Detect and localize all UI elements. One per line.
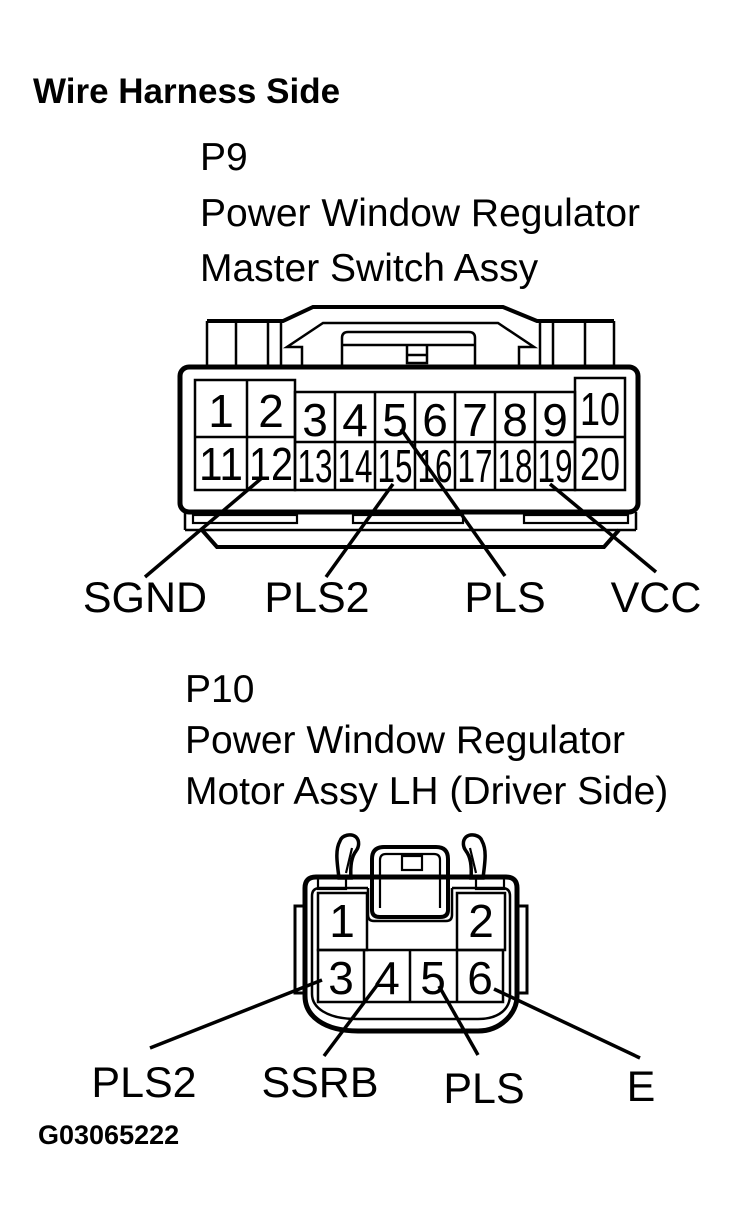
p9-connector-body (177, 364, 641, 515)
p10-leader-lines (149, 978, 641, 1060)
p9-caption-line1: Power Window Regulator (200, 192, 640, 235)
p10-pin-4: 4 (374, 952, 400, 1004)
p10-leader-pls (437, 985, 480, 1056)
p9-pin-18: 18 (498, 440, 533, 492)
p10-lock-tab (370, 845, 450, 919)
p10-pin-1: 1 (329, 895, 355, 947)
p9-pin-15: 15 (378, 440, 413, 492)
p9-terminal-pls2: PLS2 (264, 574, 369, 622)
p10-terminal-labels: PLS2 SSRB PLS E (91, 1059, 655, 1113)
p10-pin-grid (316, 891, 507, 1004)
p9-pin-8: 8 (502, 394, 528, 446)
p9-pin-19: 19 (538, 440, 573, 492)
p10-caption-block: P10 Power Window Regulator Motor Assy LH… (185, 668, 668, 813)
p10-terminal-e: E (627, 1063, 656, 1111)
p9-leader-pls (399, 427, 507, 578)
p9-pin-16: 16 (418, 440, 453, 492)
p9-leader-sgnd (143, 475, 265, 579)
page-title: Wire Harness Side (33, 72, 340, 111)
p9-pin-20: 20 (580, 438, 620, 490)
p9-terminal-sgnd: SGND (83, 574, 207, 622)
p9-pin-2: 2 (258, 385, 284, 437)
p9-pin-4: 4 (342, 394, 368, 446)
p10-terminal-ssrb: SSRB (261, 1059, 378, 1107)
p10-right-latch-window (474, 876, 506, 891)
p10-connector-drawing: 1 2 3 4 5 6 PLS2 SSRB PLS E (91, 833, 655, 1113)
p9-connector-drawing: 1 2 3 4 5 6 7 8 9 10 11 12 13 14 15 16 1… (83, 305, 702, 622)
p10-pin-5: 5 (420, 952, 446, 1004)
p9-pin-11: 11 (199, 438, 243, 490)
p10-connector-code: P10 (185, 668, 254, 711)
p9-terminal-vcc: VCC (611, 574, 702, 622)
p9-pin-14: 14 (338, 440, 373, 492)
p10-latch-prongs (335, 833, 487, 880)
p9-pin-3: 3 (302, 394, 328, 446)
p9-pin-17: 17 (458, 440, 493, 492)
p10-leader-e (493, 987, 641, 1060)
p9-pin-13: 13 (298, 440, 333, 492)
p10-terminal-pls: PLS (443, 1065, 524, 1113)
p10-terminal-pls2: PLS2 (91, 1059, 196, 1107)
p10-pin-2: 2 (468, 895, 494, 947)
p9-pin-5: 5 (382, 394, 408, 446)
p9-connector-code: P9 (200, 136, 248, 179)
p9-caption-block: P9 Power Window Regulator Master Switch … (200, 136, 640, 290)
figure-id: G03065222 (38, 1120, 179, 1150)
p10-left-latch-window (316, 876, 348, 891)
p10-pin-6: 6 (467, 952, 493, 1004)
p10-leader-pls2 (149, 978, 323, 1050)
p9-leader-pls2 (324, 482, 395, 579)
p9-pin-10: 10 (580, 383, 620, 435)
p9-terminal-pls: PLS (464, 574, 545, 622)
p9-pin-9: 9 (542, 394, 568, 446)
p9-leader-lines (143, 427, 658, 579)
p9-pin-1: 1 (208, 385, 234, 437)
p10-inner-shell (310, 886, 512, 1021)
p9-bottom-skirt (183, 512, 638, 549)
p10-caption-line1: Power Window Regulator (185, 719, 625, 762)
p10-caption-line2: Motor Assy LH (Driver Side) (185, 770, 668, 813)
p10-pin-3: 3 (328, 952, 354, 1004)
p9-leader-vcc (548, 482, 658, 574)
p9-lock-housing (205, 305, 616, 367)
p10-pin-numbers: 1 2 3 4 5 6 (328, 895, 494, 1004)
p9-pin-7: 7 (462, 394, 488, 446)
p10-connector-body (302, 874, 520, 1034)
p9-pin-6: 6 (422, 394, 448, 446)
p9-pin-numbers: 1 2 3 4 5 6 7 8 9 10 11 12 13 14 15 16 1… (199, 383, 620, 492)
p9-terminal-labels: SGND PLS2 PLS VCC (83, 574, 702, 622)
p9-caption-line2: Master Switch Assy (200, 247, 539, 290)
p10-leader-ssrb (322, 982, 380, 1058)
